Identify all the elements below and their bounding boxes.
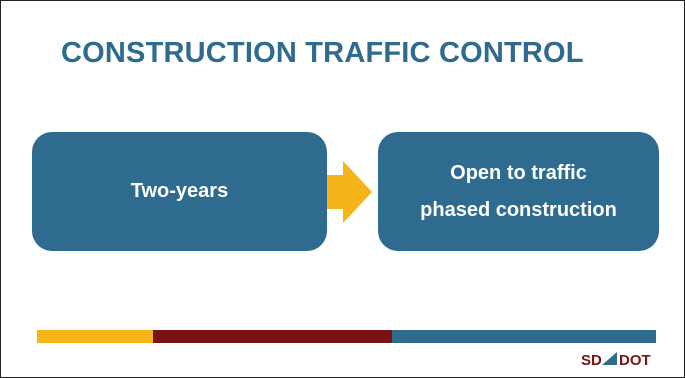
footer-bar-gold — [37, 330, 153, 343]
arrow-right-icon — [327, 161, 372, 223]
logo-mark — [602, 352, 617, 365]
footer-bar-blue — [392, 330, 656, 343]
slide-title: CONSTRUCTION TRAFFIC CONTROL — [61, 37, 584, 69]
left-box-text: Two-years — [130, 180, 229, 202]
right-box-line-1: Open to traffic — [450, 161, 587, 184]
sddot-logo-icon: SD DOT — [581, 352, 651, 369]
left-box: Two-years — [32, 132, 327, 251]
logo-text-sd: SD — [581, 352, 602, 369]
right-box-line-2: phased construction — [420, 198, 617, 221]
logo-text-dot: DOT — [619, 352, 651, 369]
right-box: Open to traffic phased construction — [378, 132, 659, 251]
footer-bar-red — [153, 330, 392, 343]
